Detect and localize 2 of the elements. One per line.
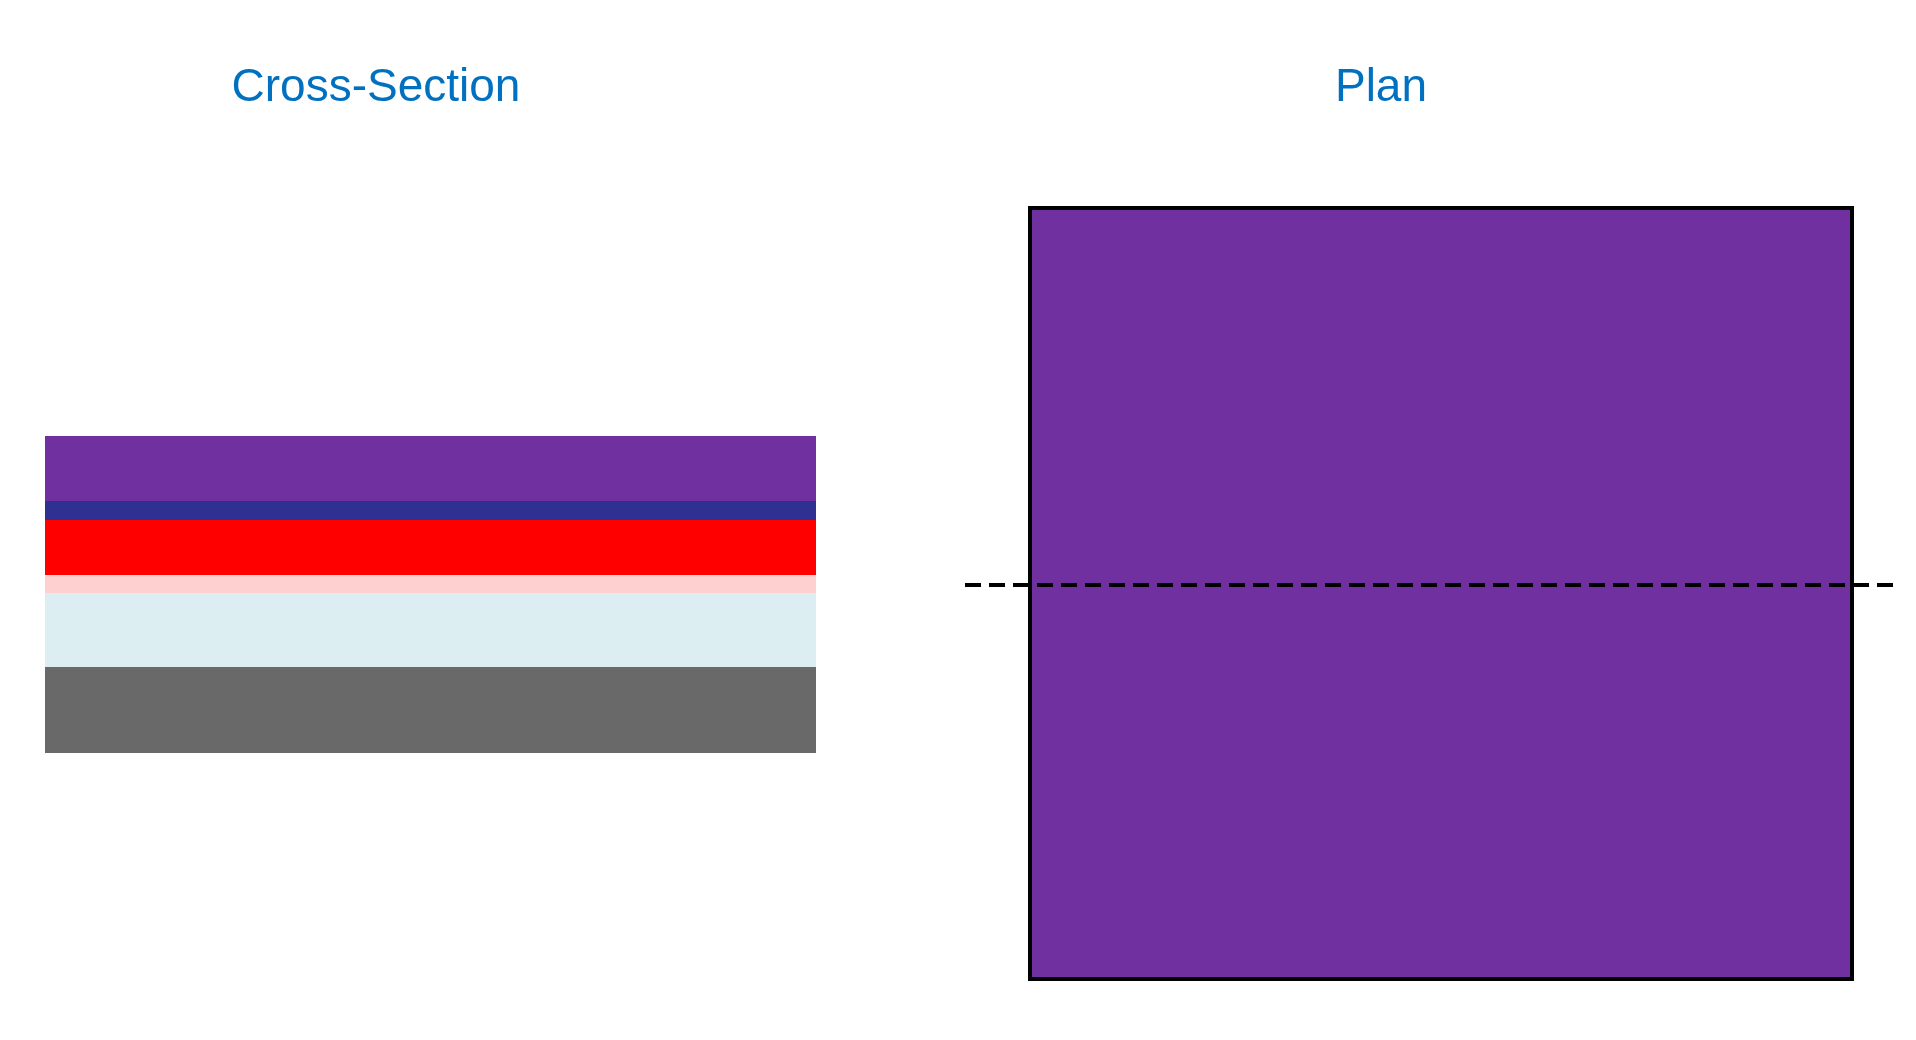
view-title: Plan [1334,58,1428,112]
view-title: Cross-Section [231,58,521,112]
